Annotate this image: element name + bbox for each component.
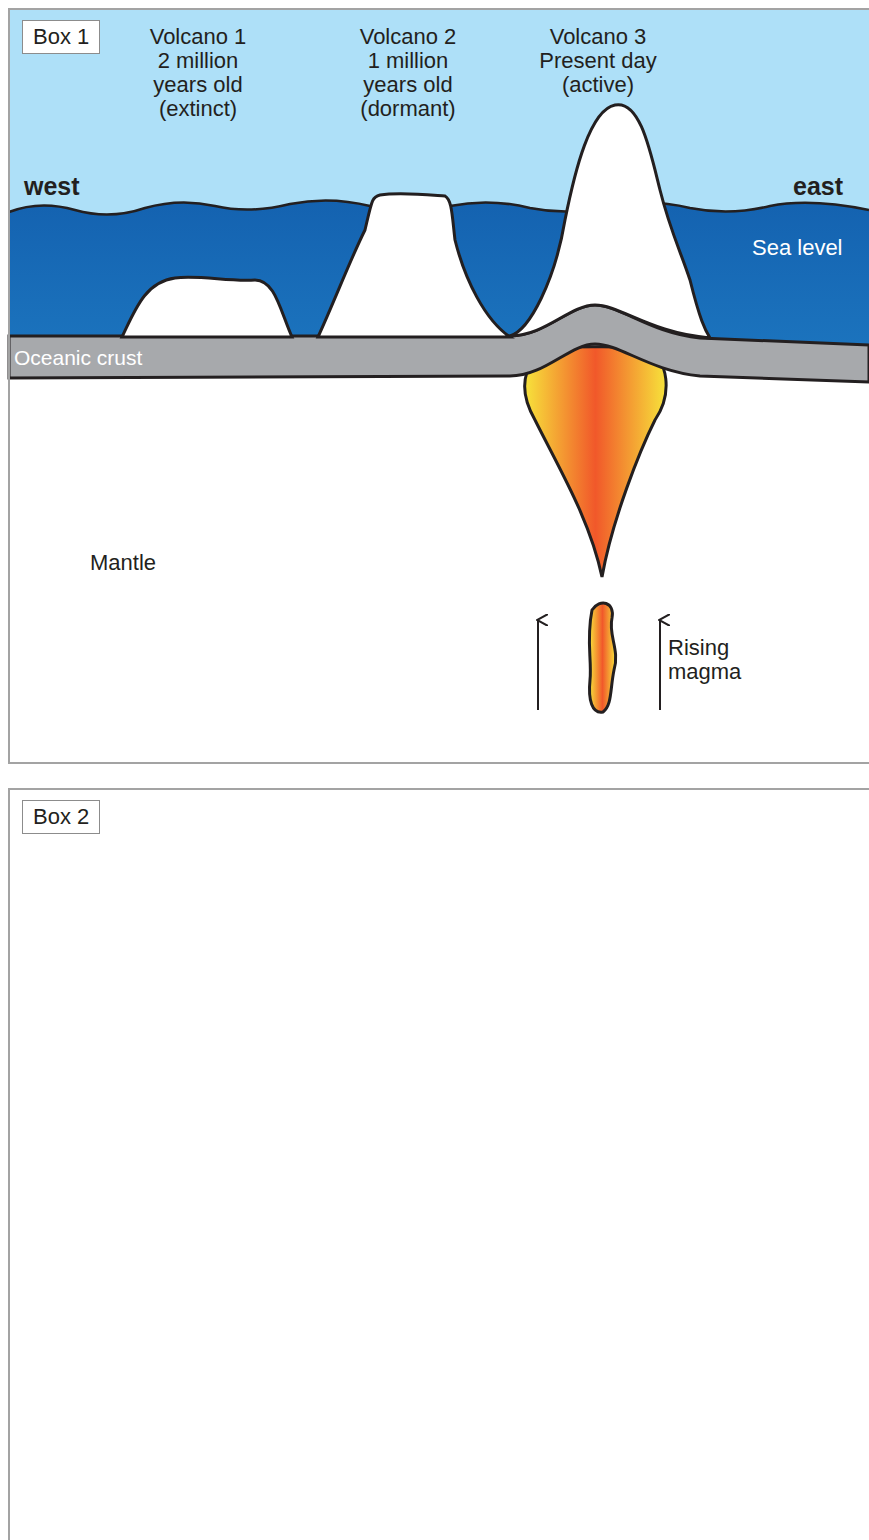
text-label: Sea level	[752, 236, 869, 260]
text-label: Volcano 1 2 million years old (extinct)	[144, 25, 252, 121]
volcano-active	[510, 105, 710, 338]
volcano-extinct	[122, 277, 292, 337]
volcano-dormant	[318, 194, 510, 337]
text-label: Oceanic crust	[14, 346, 214, 370]
box-label: Box 1	[22, 20, 100, 54]
sky	[9, 9, 869, 764]
text-label: Volcano 3 Present day (active)	[533, 25, 663, 97]
rising-arrow	[659, 620, 661, 710]
box-label: Box 2	[22, 800, 100, 834]
magma-plume	[525, 347, 666, 577]
text-label: Mantle	[90, 551, 210, 575]
text-label: Rising magma	[668, 636, 758, 684]
mantle	[9, 344, 869, 764]
text-label: east	[793, 174, 869, 198]
panel-frame: Box 2	[8, 788, 869, 1540]
panel-frame: Box 1	[8, 8, 869, 764]
rising-arrow	[537, 620, 539, 710]
magma-blob	[589, 603, 615, 712]
text-label: west	[24, 174, 104, 198]
text-label: Volcano 2 1 million years old (dormant)	[354, 25, 462, 121]
